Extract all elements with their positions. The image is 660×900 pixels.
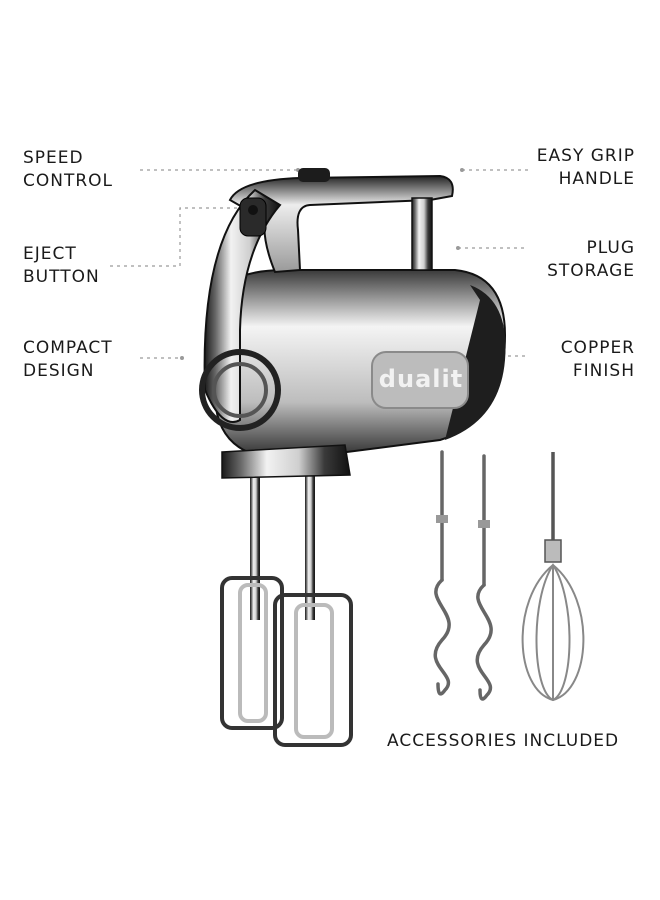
label-compact-design: COMPACT DESIGN (23, 337, 113, 383)
brand-logo: dualit (378, 365, 464, 393)
label-speed-control-line1: SPEED (23, 148, 84, 168)
label-compact-design-line1: COMPACT (23, 338, 113, 358)
label-plug-storage: PLUG STORAGE (547, 237, 635, 283)
label-speed-control-line2: CONTROL (23, 171, 114, 191)
whisk (521, 452, 585, 702)
label-copper-finish: COPPER FINISH (561, 337, 635, 383)
label-easy-grip-handle: EASY GRIP HANDLE (537, 145, 635, 191)
leader-eject-button (110, 207, 240, 267)
accessories-included-label: ACCESSORIES INCLUDED (387, 731, 620, 751)
label-eject-button-line1: EJECT (23, 244, 77, 264)
label-easy-grip-line1: EASY GRIP (536, 146, 635, 166)
label-plug-storage-line2: STORAGE (547, 261, 635, 281)
dough-hooks (433, 450, 493, 701)
mixer-body (199, 168, 507, 620)
label-copper-finish-line2: FINISH (572, 361, 635, 381)
label-eject-button-line2: BUTTON (23, 267, 100, 287)
label-easy-grip-line2: HANDLE (558, 169, 635, 189)
label-speed-control: SPEED CONTROL (23, 147, 113, 193)
label-eject-button: EJECT BUTTON (23, 243, 100, 289)
label-compact-design-line2: DESIGN (23, 361, 95, 381)
label-copper-finish-line1: COPPER (560, 338, 635, 358)
label-plug-storage-line1: PLUG (586, 238, 635, 258)
beater-blades (220, 576, 353, 747)
